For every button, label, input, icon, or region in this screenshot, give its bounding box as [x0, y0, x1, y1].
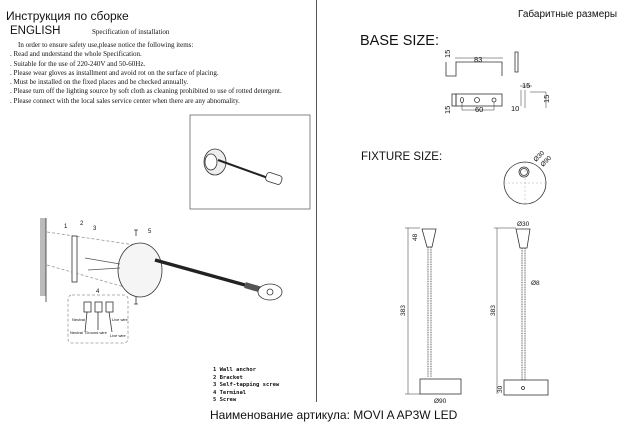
- terminal-neutral-label: Neutral: [72, 317, 85, 322]
- callout-3: 3: [93, 226, 97, 232]
- spec-item: . Please wear gloves as installment and …: [10, 68, 219, 77]
- article-name: Наименование артикула: MOVI A AP3W LED: [210, 408, 458, 422]
- dim-tube-dia: Ø8: [531, 280, 540, 287]
- fixture-dimension-labels: Ø30 Ø90 48 383 Ø90 Ø30 Ø8 383 30: [400, 150, 553, 405]
- parts-legend: 1 Wall anchor 2 Bracket 3 Self-tapping s…: [213, 367, 279, 405]
- terminal-live-label-2: Live wire: [110, 333, 127, 338]
- spec-list: In order to ensure safety use,please not…: [10, 41, 282, 106]
- base-size-title: BASE SIZE:: [360, 33, 439, 49]
- page-title: Инструкция по сборке: [6, 9, 129, 23]
- spec-item: . Read and understand the whole Specific…: [10, 50, 142, 59]
- dim-side-width: 15: [522, 81, 530, 90]
- legend-item: 2 Bracket: [213, 374, 243, 381]
- callout-4: 4: [96, 289, 100, 295]
- spec-item: . Please turn off the lighting source by…: [10, 87, 282, 96]
- dimensions-title: Габаритные размеры: [518, 9, 618, 20]
- wall-illustration: [40, 218, 283, 344]
- dim-total-height-2: 383: [490, 305, 497, 316]
- dim-base-length: 83: [474, 55, 482, 64]
- base-dimension-labels: 15 83 60 15 15 15 10: [443, 50, 551, 114]
- fixture-drawing: [405, 161, 549, 396]
- terminal-ground-label: Ground wire: [85, 330, 108, 335]
- language-label: ENGLISH: [10, 25, 61, 37]
- callout-2: 2: [80, 221, 84, 227]
- detail-view: [189, 114, 311, 210]
- terminal-live-label: Live wire: [112, 317, 129, 322]
- fixture-size-title: FIXTURE SIZE:: [361, 151, 443, 163]
- legend-item: 4 Terminal: [213, 389, 247, 396]
- base-drawing: [445, 51, 547, 111]
- dim-base-height: 15: [443, 50, 452, 58]
- spec-item: . Please connect with the local sales se…: [10, 96, 240, 105]
- spec-item: . Suitable for the use of 220-240V and 5…: [10, 59, 146, 68]
- callout-5: 5: [148, 229, 152, 235]
- dim-total-height: 383: [400, 305, 407, 316]
- dim-side-offset: 10: [511, 104, 519, 113]
- legend-item: 5 Screw: [213, 397, 237, 404]
- dim-side-height: 15: [542, 95, 551, 103]
- dim-hole-spacing: 60: [475, 105, 483, 114]
- legend-item: 1 Wall anchor: [213, 367, 257, 373]
- spec-title: Specification of installation: [92, 28, 170, 36]
- spec-item: . Must be installed on the fixed places …: [10, 78, 189, 87]
- terminal-neutral-label-2: Neutral: [70, 330, 83, 335]
- dim-base-height: 30: [497, 385, 504, 393]
- legend-item: 3 Self-tapping screw: [213, 382, 280, 389]
- dim-bottom-dia: Ø90: [434, 398, 447, 405]
- callout-labels: 1 2 3 4 5 Neutral Live wire Neutral Grou…: [64, 221, 152, 338]
- spec-intro: In order to ensure safety use,please not…: [18, 41, 194, 49]
- callout-1: 1: [64, 224, 68, 230]
- dim-head-length: 48: [412, 233, 419, 241]
- column-divider: [316, 0, 317, 402]
- dim-head-dia: Ø30: [517, 221, 530, 228]
- dim-base-front-height: 15: [443, 106, 452, 114]
